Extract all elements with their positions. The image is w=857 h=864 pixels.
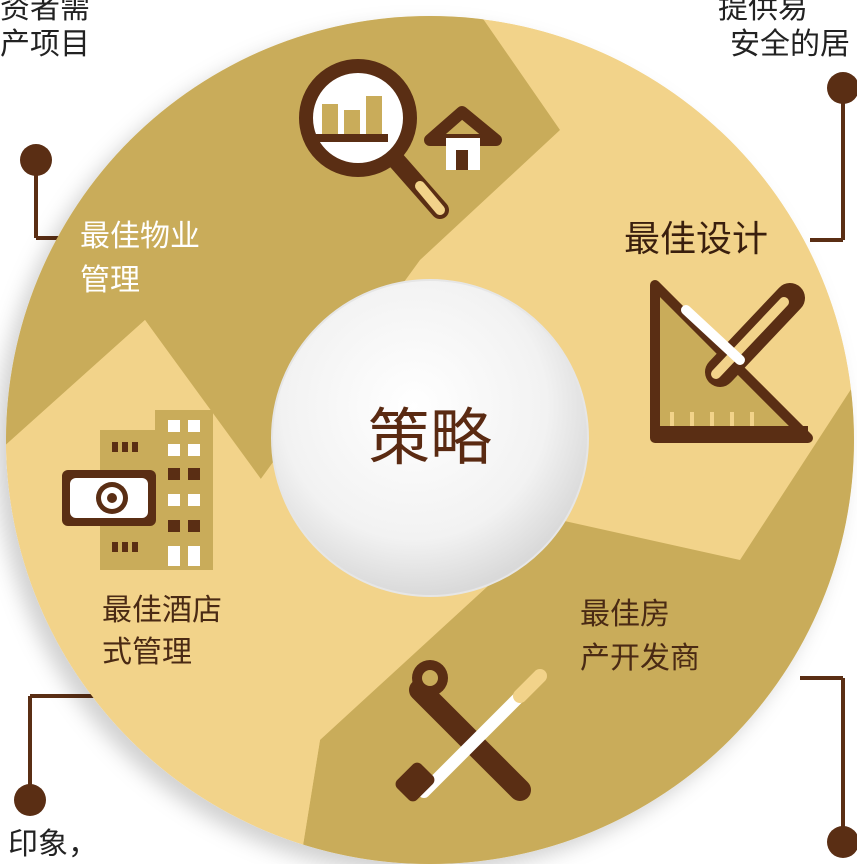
segment-developer-bg [300,380,854,864]
segment-label-hotel-management-line1: 最佳酒店 [102,593,222,628]
magnifier-chart-house-icon [299,59,502,219]
segment-label-hotel-management-line2: 式管理 [102,635,192,670]
segment-label-property-management-line2: 管理 [80,263,140,298]
callout-top-left-line1: 资者需 [0,0,90,26]
building-money-icon [62,410,213,570]
center-hub [272,280,588,596]
callout-bottom-left-line1: 印象， [8,827,98,862]
segment-label-property-management-line1: 最佳物业 [80,219,200,254]
ruler-pencil-triangle-icon [650,280,813,443]
segment-label-design: 最佳设计 [624,219,769,260]
callout-connector-top-right [810,72,857,242]
tools-wrench-screwdriver-icon [395,660,547,802]
segment-label-developer-line1: 最佳房 [580,597,670,632]
callout-connector-bottom-right [800,676,857,858]
segment-label-developer-line2: 产开发商 [580,641,700,676]
callout-top-right-line1: 提供易 [718,0,808,26]
callout-top-left-line2: 产项目 [0,27,90,62]
callout-connector-bottom-left [14,694,98,816]
callout-top-right-line2: 安全的居 [730,27,850,62]
center-title: 策略 [367,401,492,474]
